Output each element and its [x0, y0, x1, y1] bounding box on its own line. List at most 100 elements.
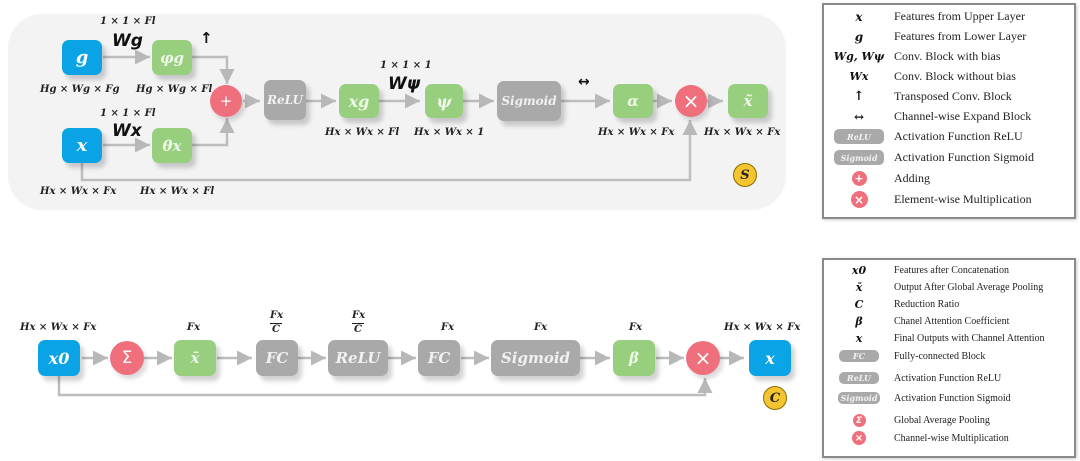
legend-text: Activation Function ReLU [894, 372, 1002, 384]
block-phi-g: φg [152, 40, 192, 75]
dim-phi-g: Hg × Wg × Fl [136, 84, 213, 95]
multiply-circle-channel: × [686, 341, 720, 375]
block-x-g: xg [339, 84, 379, 118]
legend-text: Fully-connected Block [894, 350, 986, 362]
block-fc2: FC [418, 340, 460, 376]
multiply-circle: × [675, 85, 707, 117]
multiply-legend-icon: × [852, 431, 866, 445]
legend-row: ↔ Channel-wise Expand Block [824, 109, 1031, 124]
dim-fc2: Fx [441, 322, 455, 333]
legend-symbol: x̄ [855, 281, 863, 294]
legend-text: Activation Function Sigmoid [894, 150, 1034, 164]
relu-legend-icon: ReLU [839, 372, 879, 384]
spatial-badge: S [733, 163, 757, 187]
dim-alpha: Hx × Wx × Fx [598, 127, 675, 138]
multiply-legend-icon: × [850, 191, 868, 208]
fraction-bar [270, 323, 282, 324]
legend-symbol: ReLU [824, 372, 894, 384]
legend-symbol: Σ [824, 414, 894, 427]
legend-text: Conv. Block without bias [894, 69, 1016, 83]
legend-text: Features after Concatenation [894, 265, 1009, 276]
legend-symbol: Wx [849, 70, 869, 83]
legend-text: Final Outputs with Channel Attention [894, 333, 1045, 344]
spatial-legend: x Features from Upper Layer g Features f… [822, 3, 1076, 219]
block-psi: ψ [425, 84, 463, 118]
block-x0: x0 [38, 340, 80, 376]
dim-x-bar: Fx [187, 322, 201, 333]
dim-g: Hg × Wg × Fg [40, 84, 120, 95]
legend-text: Transposed Conv. Block [894, 89, 1012, 103]
dim-relu-numerator: Fx [352, 310, 366, 321]
transposed-arrow-icon: ↑ [853, 89, 865, 104]
sigmoid-legend-icon: Sigmoid [838, 392, 880, 404]
add-circle: + [210, 85, 242, 117]
expand-arrow-icon: ↔ [853, 109, 865, 124]
legend-row: Sigmoid Activation Function Sigmoid [824, 150, 1034, 165]
legend-row: x Features from Upper Layer [824, 9, 1025, 24]
w-g-label: Wg [112, 31, 143, 51]
spatial-attention-panel [8, 14, 786, 210]
legend-row: ↑ Transposed Conv. Block [824, 89, 1012, 104]
legend-text: Output After Global Average Pooling [894, 282, 1044, 293]
w-psi-label: Wψ [388, 74, 421, 94]
legend-text: Channel-wise Expand Block [894, 109, 1032, 123]
legend-text: Conv. Block with bias [894, 49, 1001, 63]
channel-legend: x0 Features after Concatenation x̄ Outpu… [822, 258, 1076, 458]
legend-text: Activation Function Sigmoid [894, 392, 1011, 404]
block-relu: ReLU [264, 80, 306, 120]
expand-arrow-icon: ↔ [578, 74, 590, 90]
legend-row: x0 Features after Concatenation [824, 264, 1009, 277]
legend-symbol: x0 [851, 264, 867, 277]
channel-badge: C [763, 386, 787, 410]
legend-symbol: + [824, 171, 894, 186]
block-x-out: x [749, 340, 791, 376]
legend-row: × Element-wise Multiplication [824, 191, 1032, 208]
legend-row: g Features from Lower Layer [824, 29, 1026, 44]
block-relu-channel: ReLU [328, 340, 388, 376]
dim-relu-denominator: C [354, 324, 362, 335]
legend-text: Chanel Attention Coefficient [894, 316, 1010, 327]
legend-row: ReLU Activation Function ReLU [824, 372, 1001, 384]
block-beta: β [613, 340, 655, 376]
dim-fc1-denominator: C [272, 324, 280, 335]
w-psi-size-label: 1 × 1 × 1 [380, 60, 432, 71]
dim-beta: Fx [629, 322, 643, 333]
legend-symbol: Wg, Wψ [833, 50, 885, 63]
legend-row: Wg, Wψ Conv. Block with bias [824, 49, 1001, 64]
legend-text: Features from Upper Layer [894, 9, 1025, 23]
legend-text: Element-wise Multiplication [894, 192, 1032, 206]
legend-row: FC Fully-connected Block [824, 350, 985, 362]
wire-x-skip [80, 120, 698, 182]
legend-symbol: x [855, 332, 863, 345]
legend-text: Features from Lower Layer [894, 29, 1027, 43]
dim-x-out: Hx × Wx × Fx [724, 322, 801, 333]
w-g-size-label: 1 × 1 × Fl [100, 16, 156, 27]
legend-symbol: × [824, 431, 894, 445]
legend-symbol: × [824, 191, 894, 208]
dim-fc1-numerator: Fx [270, 310, 284, 321]
block-fc1: FC [256, 340, 298, 376]
legend-row: × Channel-wise Multiplication [824, 431, 1009, 445]
legend-text: Global Average Pooling [894, 415, 990, 426]
legend-row: x Final Outputs with Channel Attention [824, 332, 1045, 345]
legend-text: Reduction Ratio [894, 299, 960, 310]
legend-text: Activation Function ReLU [894, 129, 1023, 143]
w-x-label: Wx [112, 121, 142, 141]
legend-row: β Chanel Attention Coefficient [824, 315, 1009, 328]
legend-symbol: FC [824, 350, 894, 362]
block-x: x [62, 128, 102, 163]
block-sigmoid-channel: Sigmoid [491, 340, 580, 376]
block-sigmoid: Sigmoid [497, 81, 561, 121]
relu-legend-icon: ReLU [834, 129, 884, 144]
wire-phi-to-add [192, 55, 235, 84]
legend-symbol: x [855, 9, 863, 24]
legend-text: Channel-wise Multiplication [894, 432, 1009, 444]
dim-x0: Hx × Wx × Fx [20, 322, 97, 333]
dim-sigmoid: Fx [534, 322, 548, 333]
legend-row: Σ Global Average Pooling [824, 414, 990, 427]
dim-x-tilde: Hx × Wx × Fx [704, 127, 781, 138]
dim-x: Hx × Wx × Fx [40, 186, 117, 197]
block-x-tilde: x̃ [728, 84, 768, 118]
wire-x0-skip [57, 375, 713, 397]
